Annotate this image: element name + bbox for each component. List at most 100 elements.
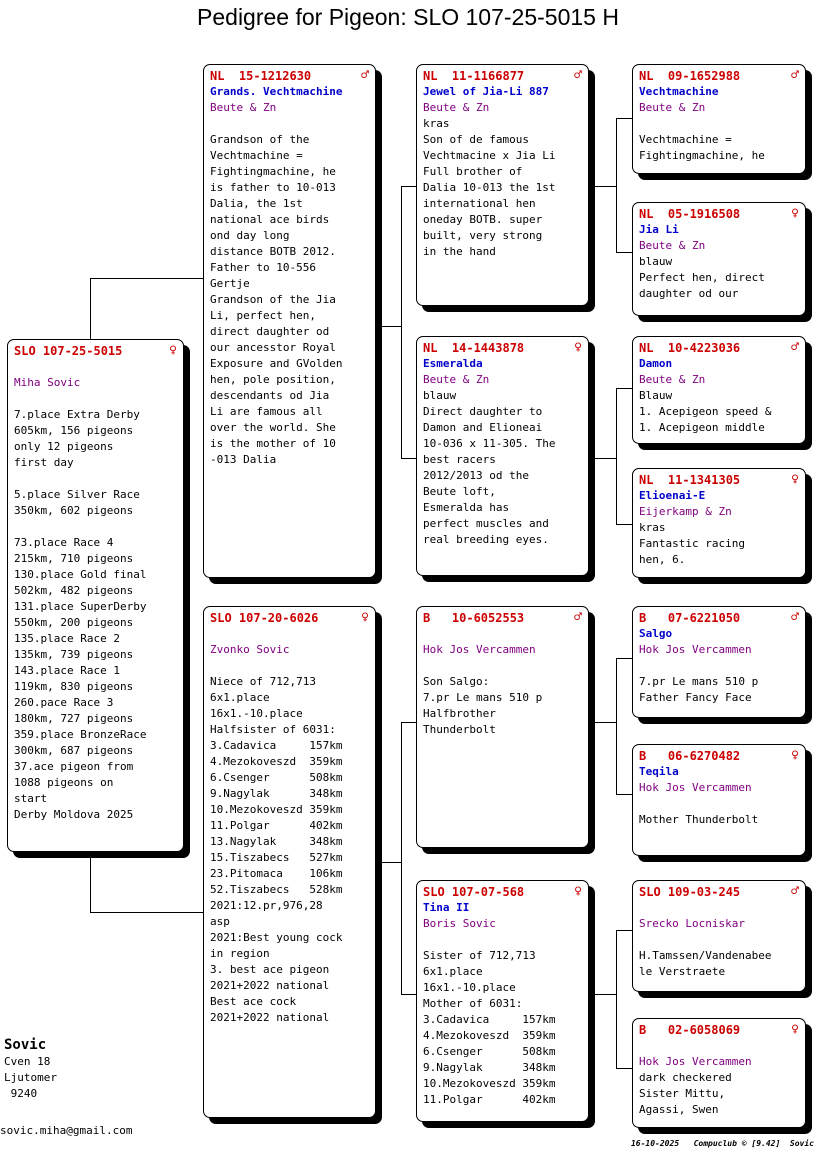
info-line: Sister of 712,713: [423, 949, 536, 962]
connector-line: [616, 658, 617, 794]
info-line: [639, 658, 799, 674]
breeder-name: Hok Jos Vercammen: [423, 643, 536, 656]
info-line: best racers: [423, 453, 496, 466]
breeder-name: Beute & Zn: [639, 101, 706, 114]
card-header: B 10-6052553 ♂: [423, 610, 582, 626]
info-line: Halfsister of 6031:: [210, 723, 336, 736]
info-line: Esmeralda has: [423, 501, 510, 514]
pigeon-card-dam-sire[interactable]: B 10-6052553♂ Hok Jos Vercammen Son Salg…: [416, 606, 589, 848]
owner-address-3: 9240: [4, 1087, 38, 1100]
owner-name: Sovic: [4, 1037, 47, 1053]
breeder-name: Eijerkamp & Zn: [639, 505, 732, 518]
card-header: SLO 107-20-6026♀: [210, 610, 369, 626]
female-symbol-icon: ♀: [791, 1022, 799, 1037]
info-line: kras: [423, 117, 450, 130]
connector-line: [376, 862, 401, 863]
info-line: first day: [14, 456, 74, 469]
info-line: 1. Acepigeon middle: [639, 421, 765, 434]
info-line: 502km, 482 pigeons: [14, 584, 134, 597]
info-line: 215km, 710 pigeons: [14, 552, 134, 565]
info-line: over the world. She: [210, 421, 336, 434]
info-line: Grandson of the: [210, 133, 310, 146]
info-line: [210, 116, 369, 132]
info-line: Sister Mittu,: [639, 1087, 726, 1100]
info-line: Li, perfect hen,: [210, 309, 316, 322]
info-line: real breeding eyes.: [423, 533, 549, 546]
owner-email[interactable]: sovic.miha@gmail.com: [0, 1124, 133, 1137]
info-line: Mother Thunderbolt: [639, 813, 759, 826]
female-symbol-icon: ♀: [791, 472, 799, 487]
info-line: Gertje: [210, 277, 250, 290]
info-line: Full brother of: [423, 165, 523, 178]
connector-line: [616, 658, 633, 659]
info-line: 260.pace Race 3: [14, 696, 114, 709]
info-line: in the hand: [423, 245, 496, 258]
breeder-name: Boris Sovic: [423, 917, 496, 930]
connector-line: [616, 388, 617, 524]
info-line: kras: [639, 521, 666, 534]
info-line: 2021+2022 national: [210, 979, 330, 992]
ring-number: B 10-6052553: [423, 611, 525, 625]
info-line: 3.Cadavica 157km: [423, 1013, 556, 1026]
info-line: only 12 pigeons: [14, 440, 114, 453]
info-line: [639, 796, 799, 812]
info-line: national ace birds: [210, 213, 330, 226]
info-line: daughter od our: [639, 287, 739, 300]
ring-number: NL 05-1916508: [639, 207, 741, 221]
connector-line: [90, 278, 91, 340]
info-line: direct daughter od: [210, 325, 330, 338]
info-line: Vechtmachine =: [210, 149, 303, 162]
info-line: 300km, 687 pigeons: [14, 744, 134, 757]
info-line: [14, 471, 177, 487]
info-line: 1088 pigeons on: [14, 776, 114, 789]
info-line: [14, 519, 177, 535]
info-line: 1. Acepigeon speed &: [639, 405, 772, 418]
pigeon-name: [14, 359, 177, 375]
info-line: Fightingmachine, he: [639, 149, 765, 162]
male-symbol-icon: ♂: [791, 68, 799, 83]
info-line: blauw: [639, 255, 673, 268]
card-header: NL 09-1652988 ♂: [639, 68, 799, 84]
info-line: 10.Mezokoveszd 359km: [423, 1077, 556, 1090]
info-line: 11.Polgar 402km: [210, 819, 343, 832]
connector-line: [616, 930, 617, 1068]
pigeon-card-subject[interactable]: SLO 107-25-5015♀ Miha Sovic 7.place Extr…: [7, 339, 184, 852]
info-line: Perfect hen, direct: [639, 271, 765, 284]
info-line: Father to 10-556: [210, 261, 316, 274]
male-symbol-icon: ♂: [361, 68, 369, 83]
info-line: 9.Nagylak 348km: [423, 1061, 556, 1074]
pigeon-card-dds[interactable]: SLO 109-03-245♂ Srecko Locniskar H.Tamss…: [632, 880, 806, 992]
info-line: is father to 10-013: [210, 181, 336, 194]
info-line: 7.pr Le mans 510 p: [423, 691, 543, 704]
pigeon-card-dam[interactable]: SLO 107-20-6026♀ Zvonko Sovic Niece of 7…: [203, 606, 376, 1118]
info-line: 9.Nagylak 348km: [210, 787, 343, 800]
ring-number: NL 09-1652988: [639, 69, 741, 83]
male-symbol-icon: ♂: [574, 610, 582, 625]
card-header: B 07-6221050♂: [639, 610, 799, 626]
connector-line: [616, 930, 633, 931]
connector-line: [401, 186, 402, 458]
footer-stamp: 16-10-2025 Compuclub © [9.42] Sovic: [630, 1139, 814, 1148]
info-line: Halfbrother: [423, 707, 496, 720]
card-header: NL 11-1341305♀: [639, 472, 799, 488]
ring-number: NL 15-1212630: [210, 69, 312, 83]
pigeon-name: [210, 626, 369, 642]
info-line: Dalia 10-013 the 1st: [423, 181, 556, 194]
info-line: 6.Csenger 508km: [423, 1045, 556, 1058]
info-line: Fantastic racing: [639, 537, 745, 550]
info-line: hen, 6.: [639, 553, 686, 566]
info-line: 7.place Extra Derby: [14, 408, 140, 421]
connector-line: [401, 458, 417, 459]
info-line: 2021:Best young cock: [210, 931, 343, 944]
